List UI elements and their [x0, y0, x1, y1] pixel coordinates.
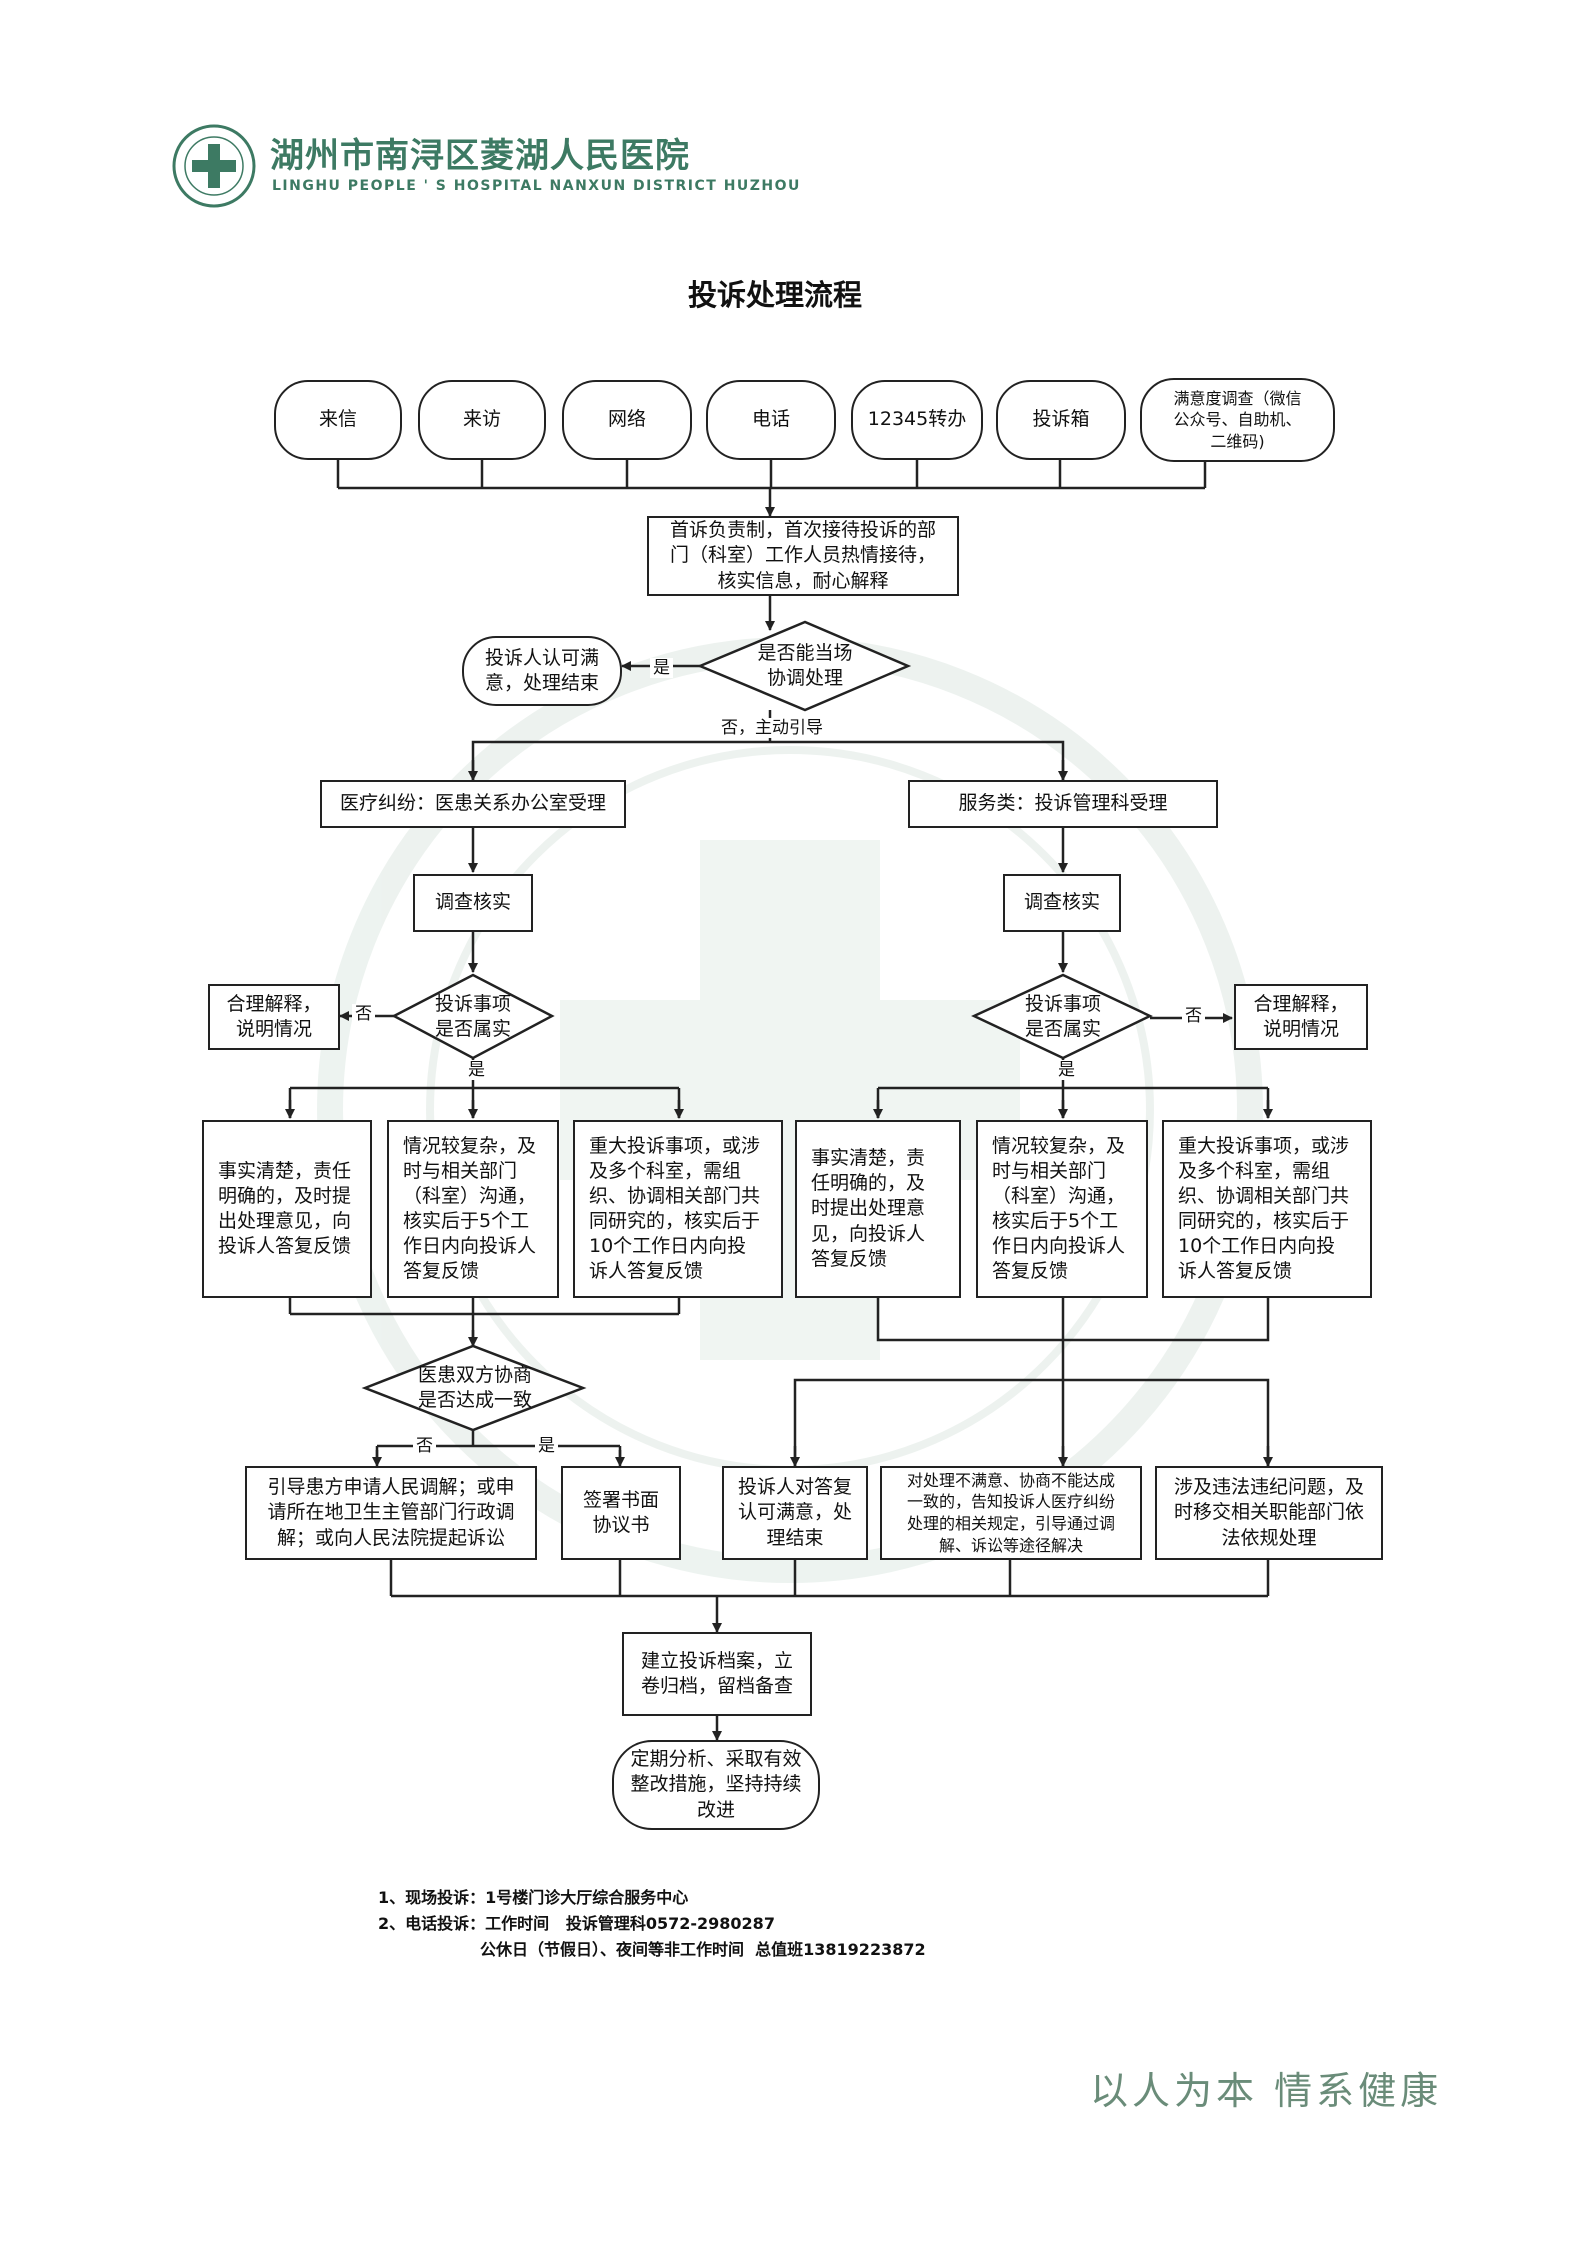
first-response-box: 首诉负责制，首次接待投诉的部 门（科室）工作人员热情接待， 核实信息，耐心解释 [647, 516, 959, 596]
service-explain-box: 合理解释， 说明情况 [1234, 984, 1368, 1050]
mediation-box: 引导患方申请人民调解；或申 请所在地卫生主管部门行政调 解；或向人民法院提起诉讼 [245, 1466, 537, 1560]
service-clear-box: 事实清楚，责 任明确的，及 时提出处理意 见，向投诉人 答复反馈 [795, 1120, 961, 1298]
decision-onsite-text: 是否能当场 协调处理 [757, 642, 853, 689]
channel-visit: 来访 [418, 380, 546, 460]
onsite-resolved-box: 投诉人认可满 意，处理结束 [462, 636, 622, 706]
note-phone: 2、电话投诉：工作时间 投诉管理科0572-2980287 [378, 1914, 775, 1933]
medical-decision-text: 投诉事项 是否属实 [434, 993, 511, 1040]
slogan: 以人为本 情系健康 [1090, 2069, 1443, 2113]
channel-satisfaction-survey: 满意度调查（微信 公众号、自助机、 二维码) [1140, 378, 1335, 462]
improve-box: 定期分析、采取有效 整改措施，坚持持续 改进 [612, 1740, 820, 1830]
label-no-guide: 否，主动引导 [718, 718, 826, 739]
label-yes-onsite: 是 [650, 658, 673, 679]
service-branch-box: 服务类：投诉管理科受理 [908, 780, 1218, 828]
page-title: 投诉处理流程 [687, 278, 862, 312]
hospital-logo [172, 124, 256, 208]
channel-12345: 12345转办 [851, 380, 983, 460]
hospital-name-cn: 湖州市南浔区菱湖人民医院 [270, 136, 690, 176]
medical-major-box: 重大投诉事项，或涉 及多个科室，需组 织、协调相关部门共 同研究的，核实后于 1… [573, 1120, 783, 1298]
service-decision-text: 投诉事项 是否属实 [1024, 993, 1101, 1040]
service-complex-box: 情况较复杂，及 时与相关部门 （科室）沟通， 核实后于5个工 作日内向投诉人 答… [976, 1120, 1148, 1298]
label-yes-negotiate: 是 [535, 1436, 558, 1457]
archive-box: 建立投诉档案，立 卷归档，留档备查 [622, 1632, 812, 1716]
service-violation-box: 涉及违法违纪问题，及 时移交相关职能部门依 法依规处理 [1155, 1466, 1383, 1560]
channel-phone: 电话 [706, 380, 836, 460]
medical-clear-box: 事实清楚，责任 明确的，及时提 出处理意见，向 投诉人答复反馈 [202, 1120, 372, 1298]
label-no-negotiate: 否 [413, 1436, 436, 1457]
medical-investigate-box: 调查核实 [413, 874, 533, 932]
service-satisfied-box: 投诉人对答复 认可满意，处 理结束 [722, 1466, 868, 1560]
channel-complaint-box: 投诉箱 [996, 380, 1126, 460]
medical-branch-box: 医疗纠纷：医患关系办公室受理 [320, 780, 626, 828]
channel-letter: 来信 [274, 380, 402, 460]
service-major-box: 重大投诉事项，或涉 及多个科室，需组 织、协调相关部门共 同研究的，核实后于 1… [1162, 1120, 1372, 1298]
hospital-name-en: LINGHU PEOPLE ' S HOSPITAL NANXUN DISTRI… [272, 178, 801, 194]
service-unsatisfied-box: 对处理不满意、协商不能达成 一致的，告知投诉人医疗纠纷 处理的相关规定，引导通过… [880, 1466, 1142, 1560]
agreement-box: 签署书面 协议书 [561, 1466, 681, 1560]
label-yes-medical: 是 [465, 1060, 488, 1081]
note-onsite: 1、现场投诉：1号楼门诊大厅综合服务中心 [378, 1888, 689, 1907]
medical-explain-box: 合理解释， 说明情况 [208, 984, 340, 1050]
medical-negotiate-text: 医患双方协商 是否达成一致 [417, 1364, 532, 1411]
channel-online: 网络 [562, 380, 692, 460]
service-investigate-box: 调查核实 [1003, 874, 1121, 932]
label-no-service: 否 [1182, 1006, 1205, 1027]
note-after-hours: 公休日（节假日）、夜间等非工作时间 总值班13819223872 [480, 1940, 926, 1959]
medical-complex-box: 情况较复杂，及 时与相关部门 （科室）沟通， 核实后于5个工 作日内向投诉人 答… [387, 1120, 559, 1298]
label-yes-service: 是 [1055, 1060, 1078, 1081]
label-no-medical: 否 [352, 1004, 375, 1025]
